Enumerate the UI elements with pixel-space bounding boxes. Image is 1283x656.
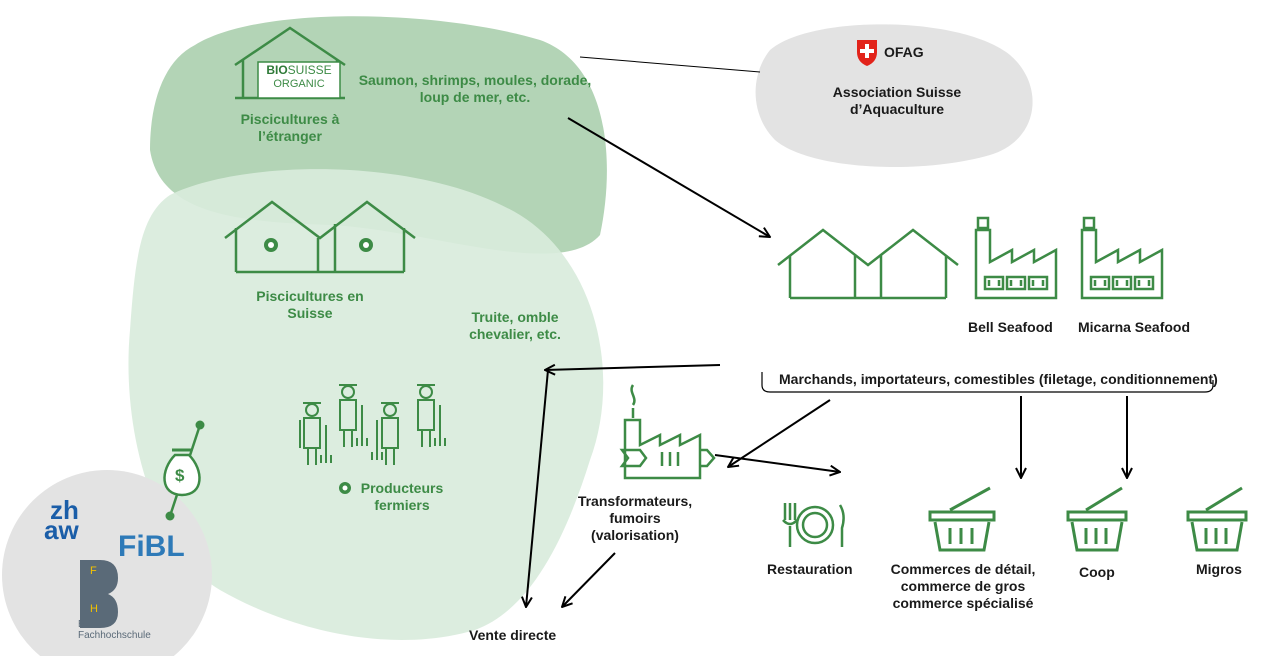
money-bag-icon [163, 420, 205, 521]
farm-producers-label: Producteurs fermiers [360, 480, 444, 513]
zhaw-logo: zh aw [44, 495, 79, 543]
swiss-species-label: Truite, omble chevalier, etc. [469, 309, 561, 342]
retail-label: Commerces de détail, commerce de gros co… [890, 561, 1036, 611]
flow-arrows [526, 117, 1127, 607]
association-link-line [579, 56, 761, 73]
arrow-processors-to-restaurants [714, 454, 840, 472]
basket-icon [1066, 486, 1128, 552]
arrow-traders-to-processors [728, 399, 831, 467]
factory-icon [974, 216, 1058, 300]
factory-icon [1080, 216, 1164, 300]
arrow-processors-to-direct [562, 552, 616, 607]
swiss-production-blob [128, 169, 604, 641]
bell-seafood-label: Bell Seafood [968, 319, 1053, 335]
farmers-icon [299, 384, 446, 465]
biosuisse-logo-box [257, 61, 341, 99]
basket-icon [928, 486, 996, 552]
greenhouse-icon [777, 228, 959, 300]
foreign-species-label: Saumon, shrimps, moules, dorade, loup de… [358, 72, 592, 105]
bfh-letter-h: H [90, 603, 98, 615]
swiss-farms-label: Piscicultures en Suisse [256, 288, 364, 321]
cutlery-icon [782, 503, 845, 547]
organic-badge-icon [264, 238, 373, 252]
traders-label: Marchands, importateurs, comestibles (fi… [779, 371, 1218, 387]
biosuisse-bio: BIO [266, 63, 288, 77]
foreign-farms-label: Piscicultures à l’étranger [240, 111, 340, 144]
basket-icon [1186, 486, 1248, 552]
bfh-logo [80, 560, 118, 628]
traders-bracket [761, 372, 1214, 393]
bfh-name: Berner Fachhochschule [78, 619, 151, 641]
factory-icon [619, 384, 716, 480]
coop-label: Coop [1079, 564, 1115, 580]
greenhouse-icon [224, 200, 416, 274]
dollar-sign: $ [175, 466, 185, 485]
fibl-logo: FiBL [118, 530, 185, 563]
arrow-foreign-to-wholesale [567, 117, 770, 237]
arrow-producers-to-direct [526, 369, 549, 607]
processors-label: Transformateurs, fumoirs (valorisation) [577, 493, 693, 543]
bfh-letter-f: F [90, 565, 97, 577]
association-label: Association Suisse d’Aquaculture [832, 84, 962, 117]
zhaw-bottom: aw [44, 515, 79, 545]
biosuisse-logo: BIOSUISSE ORGANIC [258, 64, 340, 91]
zhaw-top: zh [50, 495, 79, 525]
micarna-seafood-label: Micarna Seafood [1078, 319, 1191, 335]
swiss-cross-icon [857, 40, 877, 66]
restaurants-label: Restauration [767, 561, 853, 577]
migros-label: Migros [1196, 561, 1242, 577]
association-blob [755, 24, 1033, 168]
direct-sales-label: Vente directe [469, 627, 557, 643]
biosuisse-organic: ORGANIC [273, 78, 325, 90]
ofag-label: OFAG [884, 44, 924, 60]
organic-badge-icon [339, 482, 351, 494]
biosuisse-suisse: SUISSE [287, 63, 332, 77]
arrow-swiss-to-traders [545, 365, 721, 370]
